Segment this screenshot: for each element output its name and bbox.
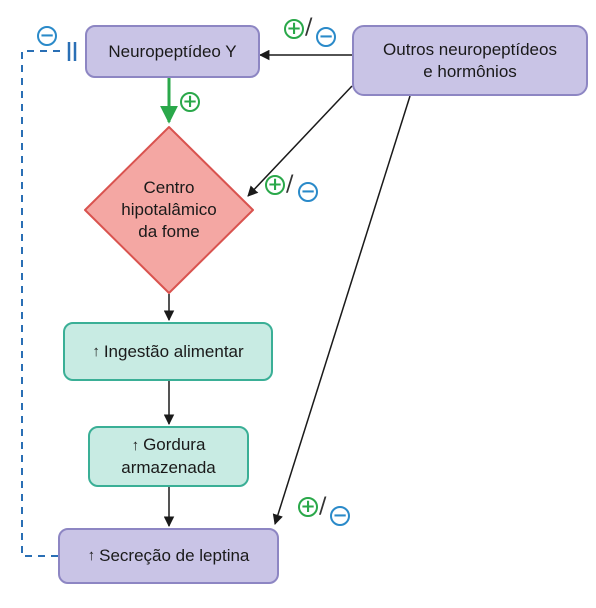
fat-label-line1: Gordura: [143, 435, 206, 454]
minus-icon: −: [330, 506, 350, 526]
slash-separator: /: [319, 494, 327, 519]
center-label-line2: hipotalâmico: [121, 200, 217, 219]
minus-icon: −: [298, 182, 318, 202]
increase-arrow-icon: ↑: [92, 342, 100, 360]
plus-icon: +: [284, 19, 304, 39]
leptin-secretion-box: ↑ Secreção de leptina: [58, 528, 279, 584]
stimulation-plus-icon: +: [180, 92, 200, 112]
increase-arrow-icon: ↑: [131, 437, 140, 454]
slash-separator: /: [305, 15, 313, 40]
stored-fat-box: ↑Gordura armazenada: [88, 426, 249, 487]
fat-label-line1-row: ↑Gordura: [132, 434, 206, 457]
slash-separator: /: [286, 172, 294, 197]
others-to-center-arrow: [247, 85, 353, 197]
other-neuropeptides-box: Outros neuropeptídeos e hormônios: [352, 25, 588, 96]
fat-label-line2: armazenada: [121, 458, 216, 477]
others-to-leptin-arrow: [272, 95, 411, 526]
increase-arrow-icon: ↑: [87, 547, 96, 564]
hunger-center-label: Centro hipotalâmico da fome: [109, 177, 229, 243]
npy-box: Neuropeptídeo Y: [85, 25, 260, 78]
plus-icon: +: [265, 175, 285, 195]
npy-label: Neuropeptídeo Y: [108, 41, 237, 61]
others-label-line2: e hormônios: [423, 61, 517, 81]
plus-icon: +: [298, 497, 318, 517]
center-label-line3: da fome: [138, 222, 200, 241]
food-intake-box: ↑ Ingestão alimentar: [63, 322, 273, 381]
leptin-feedback-dashed-line: [21, 50, 66, 557]
minus-icon: −: [316, 27, 336, 47]
inhibition-minus-icon: −: [37, 26, 57, 46]
intake-label: Ingestão alimentar: [103, 341, 244, 361]
center-label-line1: Centro: [143, 178, 195, 197]
hunger-center-diamond: [84, 126, 254, 294]
others-label-line1: Outros neuropeptídeos: [383, 39, 557, 59]
leptin-label: Secreção de leptina: [99, 546, 250, 565]
